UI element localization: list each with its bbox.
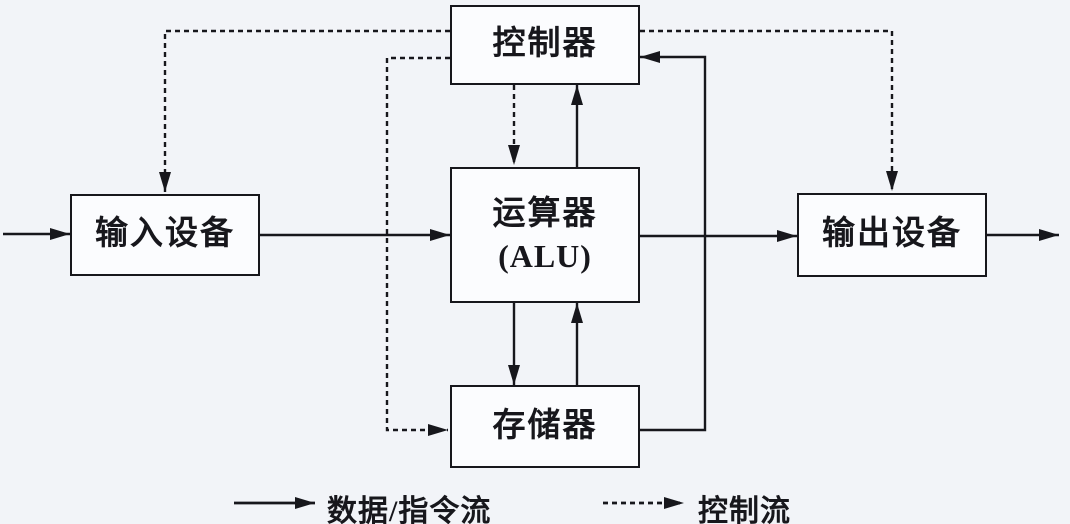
node-alu-label: 运算器 xyxy=(492,196,598,233)
legend-dashed-label: 控制流 xyxy=(698,495,791,524)
node-alu: 运算器 (ALU) xyxy=(450,167,640,303)
node-memory-label: 存储器 xyxy=(492,407,598,444)
legend-solid-label: 数据/指令流 xyxy=(327,495,492,524)
node-alu-sublabel: (ALU) xyxy=(498,237,592,274)
node-memory: 存储器 xyxy=(450,385,640,468)
node-controller-label: 控制器 xyxy=(492,26,598,63)
edge-controller-to-input xyxy=(159,29,450,192)
edge-controller-to-output xyxy=(640,29,898,191)
node-controller: 控制器 xyxy=(450,5,640,85)
edge-controller-to-memory xyxy=(385,56,450,436)
edge-memory-to-controller xyxy=(640,51,707,432)
node-input-device-label: 输入设备 xyxy=(95,216,235,253)
node-input-device: 输入设备 xyxy=(70,194,260,276)
node-output-device-label: 输出设备 xyxy=(822,216,962,253)
node-output-device: 输出设备 xyxy=(797,193,987,277)
